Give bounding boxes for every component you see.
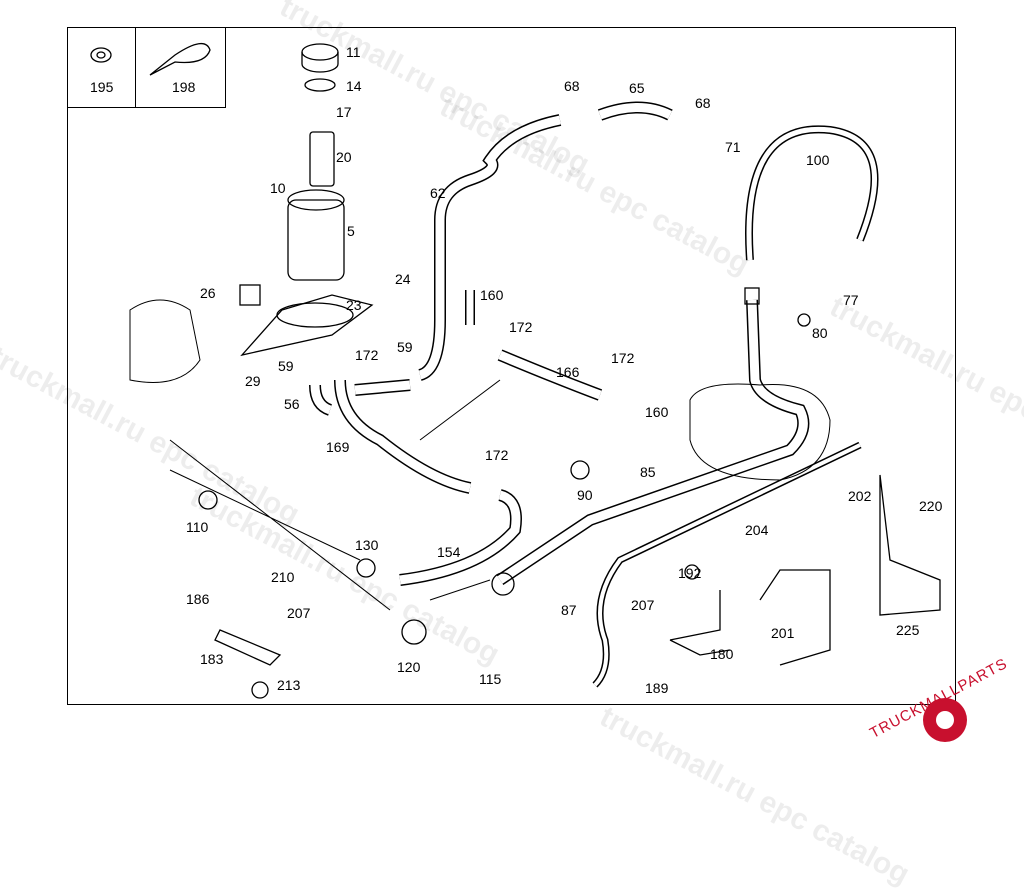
cap-part — [301, 43, 339, 61]
part-label[interactable]: 160 — [480, 287, 504, 303]
part-label[interactable]: 14 — [346, 78, 362, 94]
reservoir-part — [287, 199, 345, 281]
part-label[interactable]: 100 — [806, 152, 830, 168]
part-label[interactable]: 59 — [278, 358, 294, 374]
part-label[interactable]: 172 — [485, 447, 509, 463]
part-label[interactable]: 198 — [172, 79, 196, 95]
grommet-icon — [90, 47, 112, 63]
part-label[interactable]: 201 — [771, 625, 795, 641]
part-label[interactable]: 17 — [336, 104, 352, 120]
legend-divider — [135, 27, 136, 107]
bracket-201 — [759, 569, 831, 666]
parts-drawing — [90, 43, 941, 699]
part-label[interactable]: 65 — [629, 80, 645, 96]
part-label[interactable]: 68 — [695, 95, 711, 111]
part-label[interactable]: 29 — [245, 373, 261, 389]
part-label[interactable]: 24 — [395, 271, 411, 287]
filter-part — [309, 131, 335, 187]
part-label[interactable]: 10 — [270, 180, 286, 196]
legend-box — [67, 27, 226, 108]
part-label[interactable]: 26 — [200, 285, 216, 301]
part-label[interactable]: 172 — [355, 347, 379, 363]
part-label[interactable]: 160 — [645, 404, 669, 420]
part-label[interactable]: 213 — [277, 677, 301, 693]
part-label[interactable]: 87 — [561, 602, 577, 618]
part-label[interactable]: 85 — [640, 464, 656, 480]
part-label[interactable]: 183 — [200, 651, 224, 667]
part-label[interactable]: 154 — [437, 544, 461, 560]
bracket-183 — [214, 629, 282, 666]
part-label[interactable]: 110 — [186, 519, 209, 535]
part-label[interactable]: 169 — [326, 439, 350, 455]
bracket-202 — [879, 474, 941, 616]
part-label[interactable]: 172 — [509, 319, 533, 335]
part-label[interactable]: 59 — [397, 339, 413, 355]
part-label[interactable]: 225 — [896, 622, 920, 638]
part-label[interactable]: 204 — [745, 522, 769, 538]
part-label[interactable]: 71 — [725, 139, 741, 155]
part-label[interactable]: 166 — [556, 364, 580, 380]
part-label[interactable]: 189 — [645, 680, 669, 696]
bracket-part — [240, 294, 374, 357]
part-label[interactable]: 172 — [611, 350, 635, 366]
clamp-icon — [149, 43, 211, 76]
part-label[interactable]: 80 — [812, 325, 828, 341]
part-label[interactable]: 192 — [678, 565, 702, 581]
part-label[interactable]: 68 — [564, 78, 580, 94]
part-label[interactable]: 207 — [631, 597, 655, 613]
part-label[interactable]: 180 — [710, 646, 734, 662]
part-label[interactable]: 115 — [479, 671, 502, 687]
part-label[interactable]: 220 — [919, 498, 943, 514]
part-label[interactable]: 195 — [90, 79, 114, 95]
diagram-frame — [67, 27, 956, 705]
bracket-180 — [669, 590, 731, 656]
part-label[interactable]: 207 — [287, 605, 311, 621]
part-label[interactable]: 20 — [336, 149, 352, 165]
part-label[interactable]: 210 — [271, 569, 295, 585]
part-label[interactable]: 90 — [577, 487, 593, 503]
plug-120 — [401, 619, 427, 645]
part-label[interactable]: 120 — [397, 659, 421, 675]
part-label[interactable]: 5 — [347, 223, 355, 239]
part-label[interactable]: 23 — [346, 297, 362, 313]
truckmall-logo — [923, 698, 967, 742]
part-label[interactable]: 202 — [848, 488, 872, 504]
part-label[interactable]: 56 — [284, 396, 300, 412]
part-label[interactable]: 130 — [355, 537, 379, 553]
part-label[interactable]: 11 — [346, 44, 361, 60]
part-label[interactable]: 62 — [430, 185, 446, 201]
part-label[interactable]: 77 — [843, 292, 859, 308]
part-label[interactable]: 186 — [186, 591, 210, 607]
